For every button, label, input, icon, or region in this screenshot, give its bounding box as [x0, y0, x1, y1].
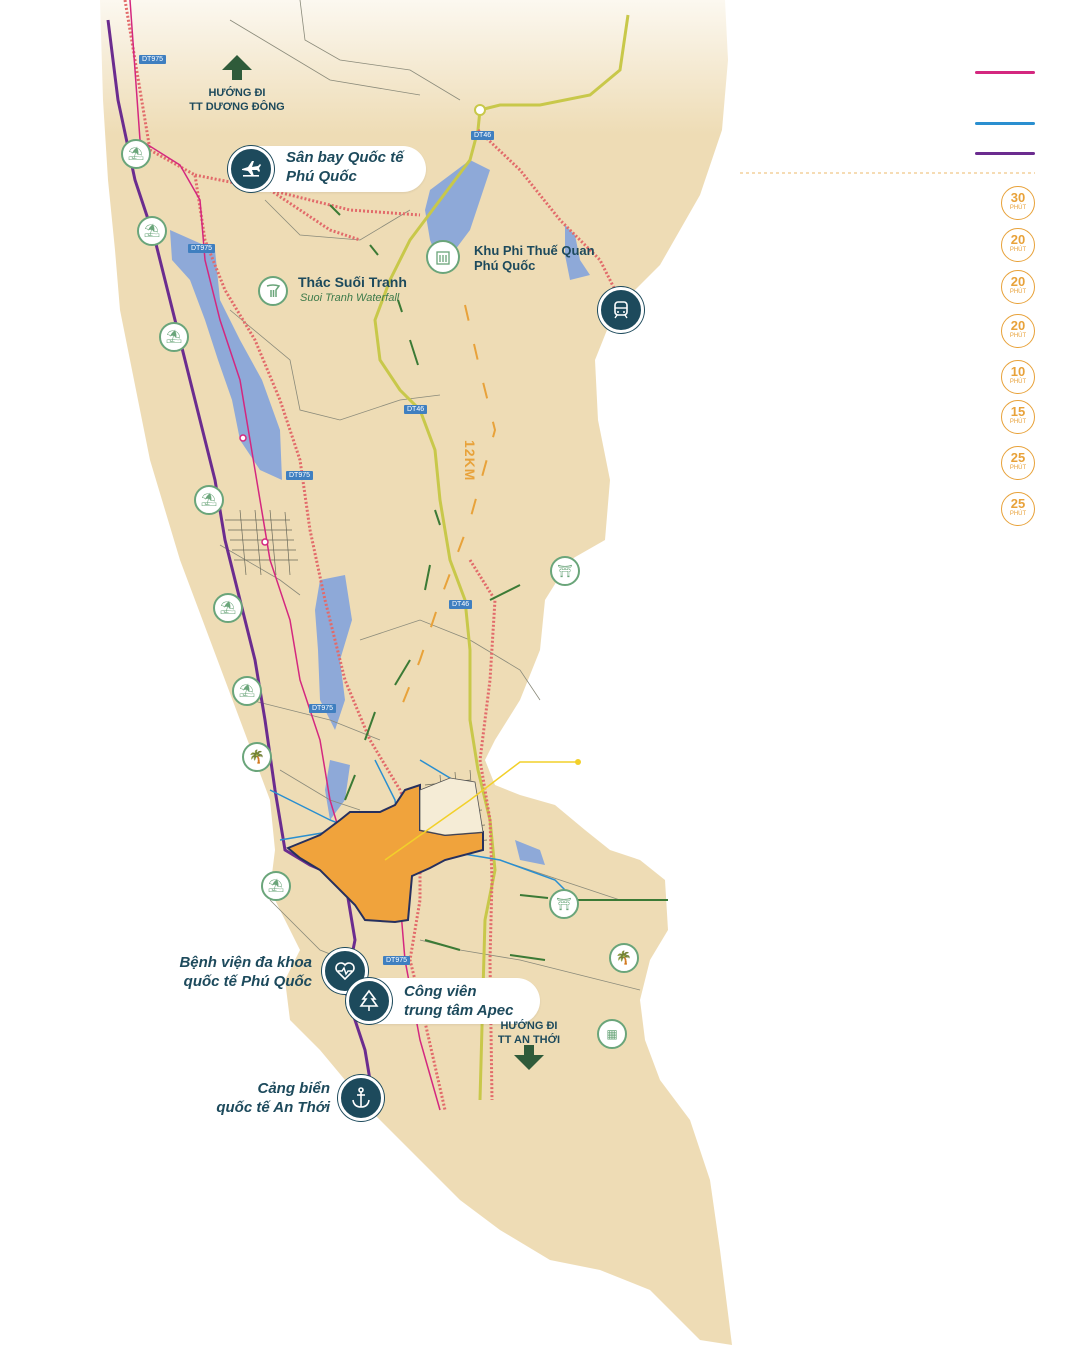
seaport-marker[interactable] — [338, 1075, 384, 1121]
magenta-node-2 — [261, 538, 269, 546]
container-marker[interactable]: ▦ — [597, 1019, 627, 1049]
beach-marker[interactable]: ⛱ — [232, 676, 262, 706]
tax-free-label: Khu Phi Thuế Quan Phú Quốc — [474, 243, 595, 273]
tax-free-marker[interactable] — [426, 240, 460, 274]
palm-tree-icon: 🌴 — [615, 950, 633, 965]
palm-tree-icon: 🌴 — [248, 749, 266, 764]
beach-umbrella-icon: ⛱ — [127, 146, 145, 161]
roundabout — [474, 104, 486, 116]
north-direction-label: HƯỚNG ĐI TT DƯƠNG ĐÔNG — [189, 87, 285, 113]
distance-label: 12KM — [462, 440, 478, 482]
park-marker[interactable] — [346, 978, 392, 1024]
waterfall-icon — [266, 284, 281, 297]
road-tag: DT975 — [139, 55, 167, 64]
road-tag: DT975 — [309, 704, 337, 713]
building-icon: ▦ — [606, 1027, 618, 1041]
project-area — [286, 783, 484, 924]
lake-northeast — [565, 225, 590, 280]
beach-marker[interactable]: ⛱ — [159, 322, 189, 352]
building-icon — [436, 251, 450, 265]
road-tag: DT46 — [404, 405, 428, 414]
north-arrow — [222, 55, 252, 80]
lake-north — [425, 160, 490, 265]
purple-coastal-road — [106, 19, 377, 1111]
pointer-dot — [575, 759, 581, 765]
airplane-icon — [242, 161, 261, 177]
train-marker[interactable] — [598, 287, 644, 333]
waterfall-marker[interactable] — [258, 276, 288, 306]
legend-purple-line — [975, 152, 1035, 155]
palm-marker[interactable]: 🌴 — [242, 742, 272, 772]
beach-marker[interactable]: ⛱ — [261, 871, 291, 901]
waterfall-subtitle: Suoi Tranh Waterfall — [300, 292, 400, 304]
tree-icon — [359, 989, 379, 1011]
temple-icon: ⛩ — [556, 897, 572, 911]
beach-marker[interactable]: ⛱ — [121, 139, 151, 169]
waterfall-name: Thác Suối Tranh — [298, 274, 407, 290]
road-tag: DT975 — [383, 956, 411, 965]
airport-label: Sân bay Quốc tế Phú Quốc — [286, 149, 404, 185]
anchor-icon — [352, 1087, 370, 1108]
beach-umbrella-icon: ⛱ — [238, 683, 256, 698]
distance-line — [399, 304, 497, 711]
legend-blue-line — [975, 122, 1035, 125]
beach-marker[interactable]: ⛱ — [137, 216, 167, 246]
legend-magenta-line — [975, 71, 1035, 74]
temple-icon: ⛩ — [557, 564, 573, 578]
temple-marker[interactable]: ⛩ — [550, 556, 580, 586]
south-arrow — [514, 1045, 544, 1070]
temple-marker[interactable]: ⛩ — [549, 889, 579, 919]
beach-umbrella-icon: ⛱ — [219, 600, 237, 615]
highway-dt46 — [373, 14, 630, 1101]
palm-marker[interactable]: 🌴 — [609, 943, 639, 973]
magenta-node-1 — [239, 434, 247, 442]
south-direction-label: HƯỚNG ĐI TT AN THỚI — [497, 1020, 561, 1046]
beach-umbrella-icon: ⛱ — [165, 329, 183, 344]
beach-marker[interactable]: ⛱ — [213, 593, 243, 623]
island-landmass — [100, 0, 732, 1345]
road-tag: DT975 — [286, 471, 314, 480]
airport-marker[interactable] — [228, 146, 274, 192]
green-lines — [329, 204, 668, 961]
hospital-label: Bệnh viện đa khoa quốc tế Phú Quốc — [179, 954, 312, 990]
seaport-label: Cảng biển quốc tế An Thới — [216, 1080, 330, 1116]
pointer-line — [384, 761, 578, 861]
lake-east — [515, 840, 545, 865]
beach-umbrella-icon: ⛱ — [143, 223, 161, 238]
road-tag: DT46 — [449, 600, 473, 609]
beach-umbrella-icon: ⛱ — [200, 492, 218, 507]
park-label: Công viên trung tâm Apec — [404, 983, 514, 1019]
road-tag: DT46 — [471, 131, 495, 140]
road-tag: DT975 — [188, 244, 216, 253]
town-overlay — [419, 777, 484, 836]
beach-umbrella-icon: ⛱ — [267, 878, 285, 893]
lake-central — [315, 575, 352, 730]
lake-west — [170, 230, 282, 480]
beach-marker[interactable]: ⛱ — [194, 485, 224, 515]
heart-pulse-icon — [335, 962, 355, 981]
train-icon — [614, 301, 628, 319]
